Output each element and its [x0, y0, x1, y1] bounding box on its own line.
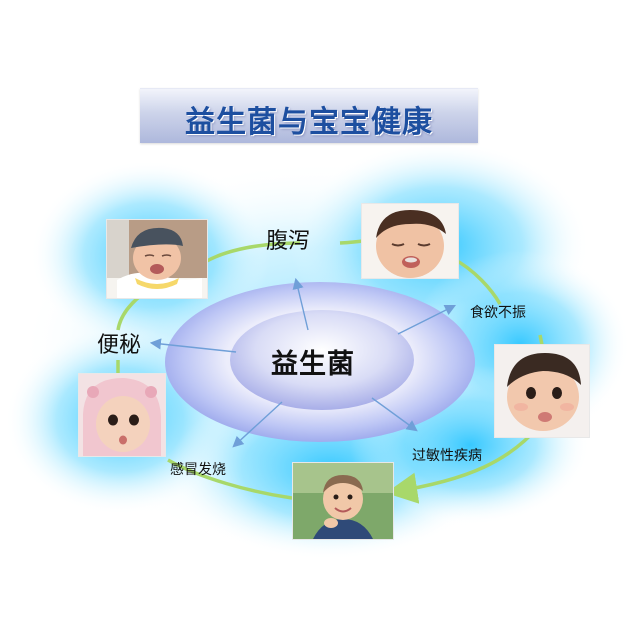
title-banner: 益生菌与宝宝健康	[140, 88, 478, 143]
center-label: 益生菌	[271, 349, 355, 380]
page-title: 益生菌与宝宝健康	[185, 105, 433, 140]
label-constipation: 便秘	[97, 333, 142, 358]
baby-in-bonnet-image	[79, 374, 165, 456]
photo-baby-pouting	[494, 344, 590, 438]
baby-pouting-image	[495, 345, 589, 437]
toddler-smiling-image	[293, 463, 393, 539]
baby-in-cap-image	[107, 220, 207, 298]
label-poor-appetite: 食欲不振	[470, 305, 526, 321]
pointer-arrows	[149, 277, 457, 448]
label-diarrhea: 腹泻	[266, 229, 311, 254]
photo-baby-crying	[361, 203, 459, 279]
baby-crying-image	[362, 204, 458, 278]
photo-baby-in-bonnet	[78, 373, 166, 457]
photo-toddler-smiling	[292, 462, 394, 540]
label-allergic-disease: 过敏性疾病	[412, 448, 482, 464]
label-cold-fever: 感冒发烧	[170, 462, 226, 478]
photo-baby-in-cap	[106, 219, 208, 299]
probiotic-ring	[165, 282, 475, 442]
